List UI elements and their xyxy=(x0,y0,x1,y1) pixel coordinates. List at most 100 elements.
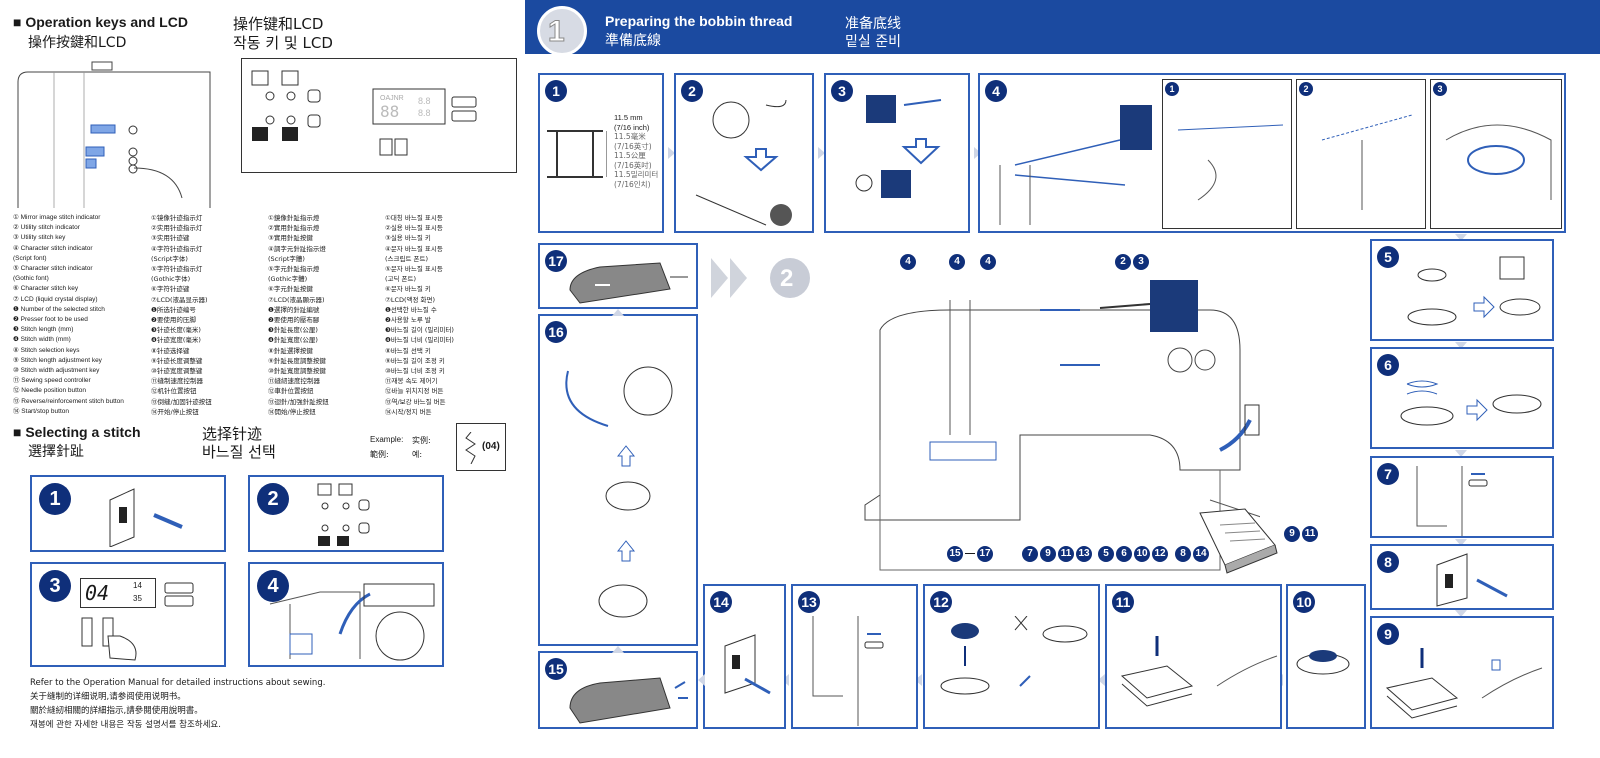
bobbin-step-13: 13 xyxy=(791,584,918,729)
legend-item: ④字符针迹指示灯 xyxy=(151,244,203,253)
left-page: ■ Operation keys and LCD 操作按鍵和LCD 操作键和LC… xyxy=(0,0,525,758)
bobbin-step-5-badge: 5 xyxy=(1377,246,1399,268)
callout-7-num: 7 xyxy=(1022,546,1038,562)
legend-item: ①鏡像針趾指示燈 xyxy=(268,214,320,222)
detail-1: 1 xyxy=(1162,79,1292,229)
callout-4c-num: 4 xyxy=(980,254,996,270)
select-step-2-badge: 2 xyxy=(257,483,289,515)
legend-item: ⑧針趾選擇按鍵 xyxy=(268,346,313,355)
legend-item: (Gothic font) xyxy=(13,275,49,283)
op-title-tw: 操作按鍵和LCD xyxy=(28,35,127,51)
bobbin-step-12: 12 xyxy=(923,584,1100,729)
bobbin-step-7: 7 xyxy=(1370,456,1554,538)
legend-item: (Script字体) xyxy=(151,254,188,263)
legend-item: ⑨ Stitch length adjustment key xyxy=(13,356,102,364)
legend-item: ②실용 바느질 표시등 xyxy=(385,224,443,233)
bobbin-step-10-badge: 10 xyxy=(1293,591,1315,613)
bobbin-step-15-badge: 15 xyxy=(545,658,567,680)
flow-arrow xyxy=(612,309,624,316)
bobbin-step-5: 5 xyxy=(1370,239,1554,341)
legend-item: ④ Character stitch indicator xyxy=(13,244,93,252)
example-code: (04) xyxy=(482,441,500,452)
select-step-4: 4 xyxy=(248,562,444,667)
bobbin-step-4-badge: 4 xyxy=(985,80,1007,102)
legend-item: ⑥문자 바느질 키 xyxy=(385,285,431,294)
legend-item: ①镜像针迹指示灯 xyxy=(151,214,203,222)
callout-5-num: 5 xyxy=(1098,546,1114,562)
bobbin-dim-cn: 11.5毫米 xyxy=(614,132,646,141)
legend-item: ⑧针迹选择键 xyxy=(151,346,190,355)
legend-item: ⑬迴針/加強針趾按鈕 xyxy=(268,397,329,406)
step3-lcd-a: 14 xyxy=(133,581,142,590)
flow-arrow xyxy=(1455,234,1467,241)
bobbin-dim-mm: 11.5 mm xyxy=(614,113,643,122)
select-step-4-badge: 4 xyxy=(257,570,289,602)
legend-item: ⑫바늘 위치지정 버튼 xyxy=(385,387,444,396)
bobbin-step-2: 2 xyxy=(674,73,814,233)
op-title-cn: 操作键和LCD xyxy=(233,15,324,33)
flow-arrow xyxy=(698,674,705,686)
step3-lcd: 04 14 35 xyxy=(80,578,156,608)
legend-item: ⑥ Character stitch key xyxy=(13,285,79,293)
legend-item: (Gothic字體) xyxy=(268,275,308,284)
detail-3-badge: 3 xyxy=(1433,82,1447,96)
legend-item: ❸針趾長度(公厘) xyxy=(268,326,318,335)
legend-item: ⑫ Needle position button xyxy=(13,387,86,395)
select-step-3-badge: 3 xyxy=(39,570,71,602)
bobbin-dim-inch: (7/16 inch) xyxy=(614,122,650,132)
legend-item: (Script font) xyxy=(13,254,47,262)
flow-arrow xyxy=(974,147,981,159)
right-header-bar: 1 Preparing the bobbin thread 準備底線 准备底线 … xyxy=(525,0,1600,56)
bobbin-step-6: 6 xyxy=(1370,347,1554,449)
bobbin-step-3-badge: 3 xyxy=(831,80,853,102)
select-step-1-badge: 1 xyxy=(39,483,71,515)
op-title-en: ■ Operation keys and LCD xyxy=(13,14,188,30)
step3-lcd-b: 35 xyxy=(133,594,142,603)
op-title-ko: 작동 키 및 LCD xyxy=(233,34,333,52)
bobbin-dimensions: 11.5 mm (7/16 inch) 11.5毫米 (7/16英寸) 11.5… xyxy=(614,113,658,189)
example-en: Example: xyxy=(370,435,404,444)
legend-item: ⑩针迹宽度调整键 xyxy=(151,367,203,376)
select-step-2: 2 xyxy=(248,475,444,552)
lcd-label: OAJNR xyxy=(380,95,404,102)
flow-arrow xyxy=(612,646,624,653)
bobbin-step-14-badge: 14 xyxy=(710,591,732,613)
callout-9-num: 9 xyxy=(1040,546,1056,562)
legend-item: ⑫車針位置按鈕 xyxy=(268,387,314,396)
bobbin-step-8-badge: 8 xyxy=(1377,551,1399,573)
legend-item: ❹针迹宽度(毫米) xyxy=(151,336,201,345)
bobbin-step-13-badge: 13 xyxy=(798,591,820,613)
callout-14-num: 14 xyxy=(1193,546,1209,562)
foot-controller xyxy=(1199,508,1278,574)
callout-15-num: 15 xyxy=(947,546,963,562)
bobbin-step-7-badge: 7 xyxy=(1377,463,1399,485)
legend-item: ❷要使用的壓布腳 xyxy=(268,316,320,325)
legend-item: ⑪缝制速度控制器 xyxy=(151,377,203,386)
sel-title-en: ■ Selecting a stitch xyxy=(13,424,141,440)
step-circle: 1 xyxy=(537,6,587,56)
legend-item: ⑩ Stitch width adjustment key xyxy=(13,367,100,375)
callout-10-num: 10 xyxy=(1134,546,1150,562)
machine-front-illustration xyxy=(17,61,211,208)
legend-item: ⑨바느질 길이 조정 키 xyxy=(385,356,445,365)
legend-item: ⑭開始/停止按鈕 xyxy=(268,407,316,416)
legend-item: ⑦LCD(액정 화면) xyxy=(385,295,436,304)
callout-17-num: 17 xyxy=(977,546,993,562)
footer-notes: Refer to the Operation Manual for detail… xyxy=(30,676,510,732)
legend-item: ⑪ Sewing speed controller xyxy=(13,377,91,385)
detail-1-badge: 1 xyxy=(1165,82,1179,96)
right-title-en: Preparing the bobbin thread xyxy=(605,13,793,29)
legend-item: (스크립트 폰트) xyxy=(385,254,429,263)
legend-item: ⑨针迹长度调整键 xyxy=(151,356,203,365)
bobbin-step-17-badge: 17 xyxy=(545,250,567,272)
legend-item: ⑤ Character stitch indicator xyxy=(13,265,93,273)
footer-line-ko: 재봉에 관한 자세한 내용은 작동 설명서를 참조하세요. xyxy=(30,720,221,730)
legend-item: ③실용 바느질 키 xyxy=(385,234,431,243)
bobbin-step-17: 17 xyxy=(538,243,698,309)
legend-item: ⑨針趾長度調整按鍵 xyxy=(268,356,326,365)
flow-arrow xyxy=(1455,450,1467,457)
